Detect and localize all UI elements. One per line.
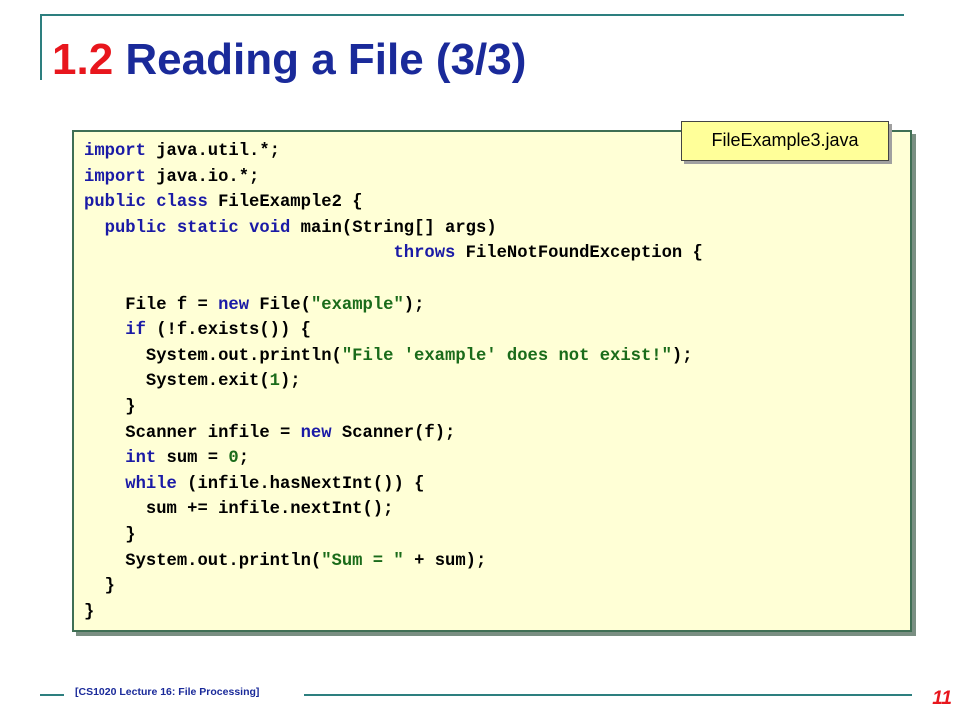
code-line: Scanner infile = new Scanner(f);: [84, 424, 455, 443]
code-line: if (!f.exists()) {: [84, 321, 311, 340]
code-text: }: [84, 577, 115, 597]
code-number: 1: [269, 372, 280, 392]
code-string: "File 'example' does not exist!": [341, 346, 672, 366]
code-text: [146, 193, 156, 212]
code-line: import java.util.*;: [84, 142, 280, 161]
left-rule: [40, 14, 42, 80]
code-text: FileExample2 {: [207, 193, 363, 213]
code-line: public class FileExample2 {: [84, 193, 363, 212]
code-keyword: import: [84, 142, 146, 161]
title-text: Reading a File (3/3): [125, 35, 527, 84]
code-text: }: [84, 525, 136, 545]
code-text: File f =: [84, 295, 219, 315]
footer-rule-right: [304, 694, 912, 696]
code-line: }: [84, 603, 94, 622]
code-string: "Sum = ": [321, 551, 404, 571]
code-line: System.out.println("Sum = " + sum);: [84, 552, 486, 571]
code-keyword: class: [156, 193, 208, 213]
code-line: while (infile.hasNextInt()) {: [84, 475, 424, 494]
code-text: java.util.*;: [145, 142, 280, 161]
code-text: main(String[] args): [290, 218, 497, 238]
code-text: System.out.println(: [84, 551, 322, 571]
file-name-label: FileExample3.java: [681, 121, 889, 161]
code-text: sum =: [156, 449, 229, 469]
code-text: Scanner(f);: [331, 423, 456, 443]
code-line: System.exit(1);: [84, 372, 301, 391]
code-line: File f = new File("example");: [84, 296, 424, 315]
code-line: public static void main(String[] args): [84, 219, 497, 238]
code-box: import java.util.*; import java.io.*; pu…: [72, 130, 912, 632]
code-keyword: if: [125, 321, 146, 341]
code-text: );: [403, 295, 425, 315]
code-line: int sum = 0;: [84, 449, 249, 468]
code-text: [84, 321, 125, 340]
code-text: Scanner infile =: [84, 423, 301, 443]
code-keyword: throws: [393, 244, 456, 264]
code-text: System.exit(: [84, 372, 270, 392]
code-block: import java.util.*; import java.io.*; pu…: [84, 139, 703, 625]
footer-rule-left: [40, 694, 64, 696]
code-line: import java.io.*;: [84, 168, 259, 187]
code-text: System.out.println(: [84, 346, 342, 366]
title-number: 1.2: [52, 35, 114, 84]
code-keyword: while: [125, 474, 177, 494]
footer-course-label: [CS1020 Lecture 16: File Processing]: [75, 686, 260, 698]
code-keyword: static: [176, 218, 239, 238]
code-text: }: [84, 602, 95, 622]
code-text: [84, 449, 125, 468]
code-text: [239, 219, 249, 238]
code-text: (infile.hasNextInt()) {: [176, 474, 425, 494]
code-line: throws FileNotFoundException {: [84, 244, 703, 264]
code-text: File(: [249, 295, 311, 315]
code-line: }: [84, 525, 136, 545]
code-keyword: int: [125, 449, 157, 469]
code-text: [167, 219, 177, 238]
code-line: }: [84, 397, 136, 417]
code-keyword: public: [84, 193, 146, 213]
code-keyword: import: [84, 167, 146, 187]
code-keyword: public: [104, 218, 167, 238]
code-text: [84, 219, 105, 238]
code-text: java.io.*;: [145, 167, 260, 187]
code-text: sum += infile.nextInt();: [84, 500, 394, 520]
code-text: ;: [238, 449, 250, 469]
code-keyword: new: [300, 423, 332, 443]
code-text: );: [671, 346, 693, 366]
slide-title: 1.2 Reading a File (3/3): [52, 32, 526, 88]
code-line: sum += infile.nextInt();: [84, 500, 394, 520]
code-text: FileNotFoundException {: [455, 244, 703, 264]
code-keyword: new: [218, 295, 250, 315]
code-text: );: [279, 372, 301, 392]
code-text: + sum);: [403, 551, 487, 571]
code-string: "example": [310, 295, 404, 315]
page-number: 11: [932, 688, 952, 709]
code-line: }: [84, 577, 115, 596]
code-text: (!f.exists()) {: [145, 321, 311, 341]
code-text: [84, 475, 125, 494]
code-keyword: void: [249, 218, 291, 238]
code-line: System.out.println("File 'example' does …: [84, 347, 693, 366]
code-text: }: [84, 397, 136, 417]
top-rule: [40, 14, 904, 16]
code-number: 0: [228, 449, 239, 469]
code-text: [84, 244, 393, 263]
